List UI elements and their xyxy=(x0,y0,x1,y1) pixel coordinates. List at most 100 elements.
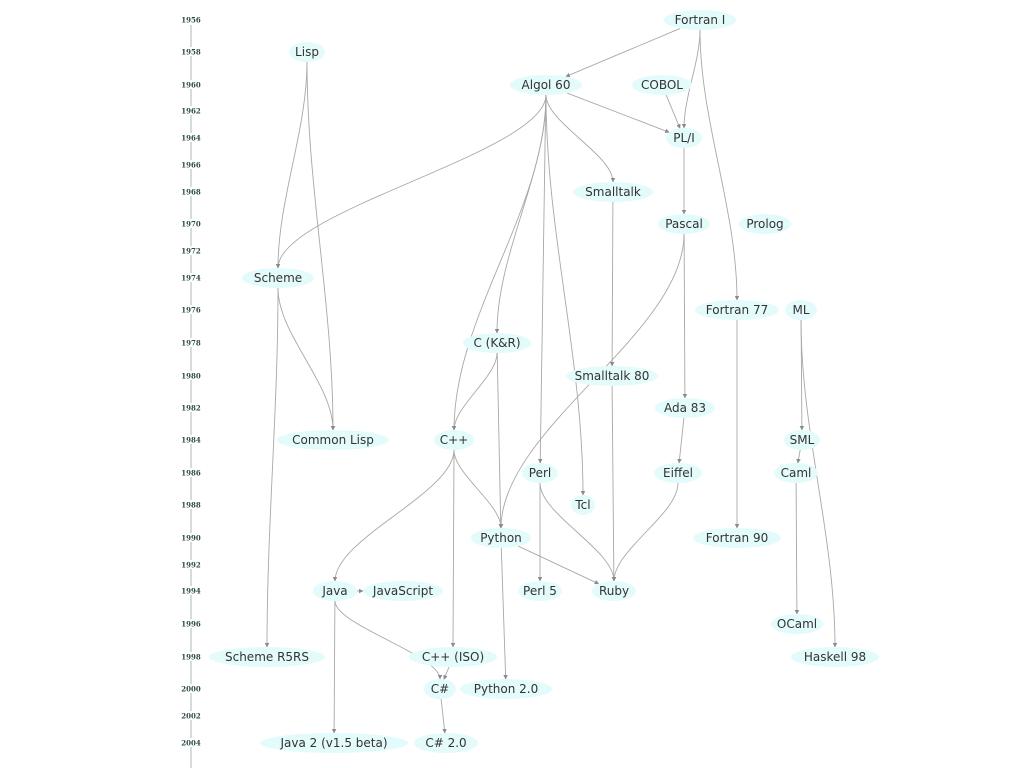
year-label-bg xyxy=(180,684,202,693)
language-node-shape xyxy=(664,10,736,30)
year-label-1988: 1988 xyxy=(181,501,201,510)
edge-fortran1-to-fortran77 xyxy=(699,29,740,301)
language-label-ruby: Ruby xyxy=(599,584,629,598)
year-label-1998: 1998 xyxy=(181,653,201,662)
year-label-1968: 1968 xyxy=(181,188,201,197)
year-label-2004: 2004 xyxy=(181,739,201,748)
language-node-shape xyxy=(666,128,702,148)
language-node-shape xyxy=(695,300,779,320)
edge-csharp-to-csharp20 xyxy=(440,698,447,734)
language-label-prolog: Prolog xyxy=(746,217,783,231)
language-node-smalltalk: Smalltalk xyxy=(573,182,653,202)
language-label-csharp20: C# 2.0 xyxy=(425,736,466,750)
language-label-fortran90: Fortran 90 xyxy=(706,531,768,545)
year-label-bg xyxy=(180,500,202,509)
language-node-fortran1: Fortran I xyxy=(664,10,736,30)
language-label-lisp: Lisp xyxy=(295,45,319,59)
language-node-perl5: Perl 5 xyxy=(518,581,562,601)
language-node-shape xyxy=(289,42,325,62)
year-label-1976: 1976 xyxy=(181,306,201,315)
language-node-pli: PL/I xyxy=(666,128,702,148)
language-label-schemer5rs: Scheme R5RS xyxy=(225,650,309,664)
year-label-bg xyxy=(180,160,202,169)
language-node-haskell98: Haskell 98 xyxy=(791,647,879,667)
year-label-1966: 1966 xyxy=(181,161,201,170)
language-node-ckr: C (K&R) xyxy=(463,333,531,353)
language-node-python20: Python 2.0 xyxy=(460,679,552,699)
edge-fortran1-to-algol60 xyxy=(565,27,681,78)
language-label-scheme: Scheme xyxy=(254,271,302,285)
language-node-shape xyxy=(774,463,818,483)
language-node-ada83: Ada 83 xyxy=(655,398,715,418)
language-label-python: Python xyxy=(480,531,522,545)
year-label-bg xyxy=(180,586,202,595)
edge-smalltalk-to-smalltalk80 xyxy=(609,201,615,367)
language-node-lisp: Lisp xyxy=(289,42,325,62)
language-node-shape xyxy=(658,214,710,234)
language-node-csharp20: C# 2.0 xyxy=(414,733,478,753)
language-label-tcl: Tcl xyxy=(574,498,590,512)
language-node-prolog: Prolog xyxy=(739,214,791,234)
language-node-java: Java xyxy=(313,581,357,601)
year-label-bg xyxy=(180,187,202,196)
edge-cppiso-to-csharp xyxy=(443,666,450,680)
edge-eiffel-to-ruby xyxy=(611,482,679,582)
edge-ada83-to-eiffel xyxy=(677,417,685,464)
language-label-smalltalk80: Smalltalk 80 xyxy=(575,369,650,383)
language-node-shape xyxy=(573,182,653,202)
year-label-bg xyxy=(180,273,202,282)
year-label-bg xyxy=(180,246,202,255)
language-label-java: Java xyxy=(321,584,347,598)
edge-algol60-to-smalltalk xyxy=(545,94,616,183)
language-node-shape xyxy=(655,398,715,418)
language-label-fortran1: Fortran I xyxy=(675,13,726,27)
language-node-shape xyxy=(771,614,823,634)
language-node-shape xyxy=(313,581,357,601)
language-node-python: Python xyxy=(471,528,531,548)
language-node-shape xyxy=(632,75,692,95)
edge-algol60-to-ckr xyxy=(494,94,547,334)
year-label-bg xyxy=(180,652,202,661)
language-label-java2: Java 2 (v1.5 beta) xyxy=(279,736,387,750)
language-label-smalltalk: Smalltalk xyxy=(585,185,641,199)
year-label-bg xyxy=(180,403,202,412)
language-label-algol60: Algol 60 xyxy=(522,78,571,92)
edge-sml-to-caml xyxy=(796,449,801,464)
edge-fortran1-to-pli xyxy=(681,29,701,129)
influence-edges xyxy=(264,27,838,734)
edge-smalltalk80-to-ruby xyxy=(611,385,617,582)
language-node-shape xyxy=(242,268,314,288)
year-label-bg xyxy=(180,133,202,142)
year-label-1964: 1964 xyxy=(181,134,201,143)
year-label-bg xyxy=(180,533,202,542)
language-label-pascal: Pascal xyxy=(665,217,703,231)
language-node-algol60: Algol 60 xyxy=(510,75,582,95)
edge-cobol-to-pli xyxy=(665,94,681,129)
year-label-bg xyxy=(180,219,202,228)
year-label-1996: 1996 xyxy=(181,620,201,629)
year-label-1958: 1958 xyxy=(181,48,201,57)
language-node-shape xyxy=(209,647,325,667)
language-node-eiffel: Eiffel xyxy=(654,463,702,483)
language-node-shape xyxy=(260,733,408,753)
language-node-shape xyxy=(434,430,474,450)
language-label-csharp: C# xyxy=(431,682,449,696)
year-label-1994: 1994 xyxy=(181,587,201,596)
year-label-1974: 1974 xyxy=(181,274,201,283)
language-node-shape xyxy=(510,75,582,95)
language-label-ckr: C (K&R) xyxy=(473,336,520,350)
language-label-eiffel: Eiffel xyxy=(663,466,693,480)
language-node-ocaml: OCaml xyxy=(771,614,823,634)
language-label-cpp: C++ xyxy=(440,433,469,447)
year-label-1984: 1984 xyxy=(181,436,201,445)
language-label-ml: ML xyxy=(792,303,809,317)
language-label-ada83: Ada 83 xyxy=(664,401,706,415)
language-node-shape xyxy=(414,733,478,753)
year-label-bg xyxy=(180,435,202,444)
year-label-1978: 1978 xyxy=(181,339,201,348)
language-node-shape xyxy=(471,528,531,548)
language-node-tcl: Tcl xyxy=(571,495,595,515)
language-label-cobol: COBOL xyxy=(641,78,683,92)
language-label-ocaml: OCaml xyxy=(777,617,817,631)
